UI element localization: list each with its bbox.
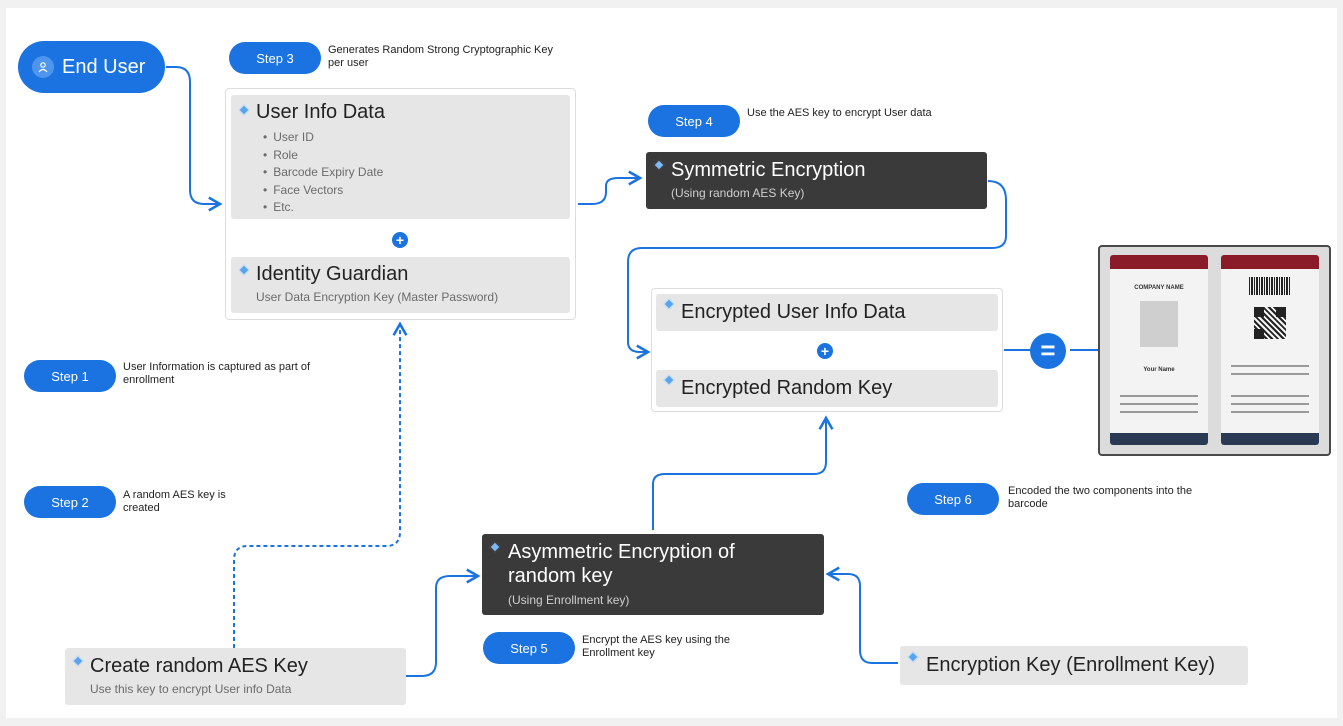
diamond-icon [238,104,250,116]
list-item: User ID [263,129,383,147]
step-2-desc: A random AES key is created [123,489,226,514]
end-user-label: End User [62,55,146,78]
plus-icon: + [392,232,408,248]
list-item: Role [263,147,383,165]
connector-symmetric-to-encrypted [627,180,1007,360]
diamond-icon [489,541,501,553]
diamond-icon [663,374,675,386]
plus-icon: + [817,343,833,359]
equals-icon: = [1030,333,1066,369]
diamond-icon [72,655,84,667]
connector-aes-to-guardian [233,321,408,648]
encrypted-group: Encrypted User Info Data + Encrypted Ran… [651,288,1003,412]
encrypted-key-card: Encrypted Random Key [656,370,998,407]
enrollment-key-card: Encryption Key (Enrollment Key) [900,646,1248,685]
identity-guardian-card: Identity Guardian User Data Encryption K… [231,257,570,313]
badge-image: COMPANY NAME Your Name [1098,245,1331,456]
diamond-icon [238,264,250,276]
asymmetric-encryption-card: Asymmetric Encryption of random key (Usi… [482,534,824,615]
list-item: Face Vectors [263,182,383,200]
id-person-name: Your Name [1143,367,1175,373]
asymmetric-title-line1: Asymmetric Encryption of [508,541,735,563]
diamond-icon [907,651,919,663]
step-1-desc: User Information is captured as part of … [123,361,311,386]
end-user-node: End User [18,41,165,93]
step-6-desc: Encoded the two components into the barc… [1008,485,1193,510]
step-5-pill: Step 5 [483,632,575,664]
user-info-list: User ID Role Barcode Expiry Date Face Ve… [263,129,383,217]
step-4-pill: Step 4 [648,105,740,137]
qr-code-icon [1254,307,1286,339]
create-aes-key-card: Create random AES Key Use this key to en… [65,648,406,705]
identity-guardian-title: Identity Guardian [256,263,409,285]
barcode-icon [1249,277,1291,295]
user-data-group: User Info Data User ID Role Barcode Expi… [225,88,576,320]
step-3-desc: Generates Random Strong Cryptographic Ke… [328,44,554,69]
id-card-back [1221,255,1319,445]
symmetric-title: Symmetric Encryption [671,159,866,181]
user-icon [32,56,54,78]
step-2-pill: Step 2 [24,486,116,518]
connector-enduser-to-userinfo [166,66,223,212]
step-5-desc: Encrypt the AES key using the Enrollment… [582,634,730,659]
encrypted-key-title: Encrypted Random Key [681,377,893,399]
symmetric-sub: (Using random AES Key) [671,186,805,200]
connector-aes-to-asymmetric [406,568,481,677]
step-4-desc: Use the AES key to encrypt User data [747,107,932,119]
connector-enrollment-to-asymmetric [825,566,898,664]
id-company-name: COMPANY NAME [1134,285,1184,291]
encrypted-data-title: Encrypted User Info Data [681,301,906,323]
id-card-front: COMPANY NAME Your Name [1110,255,1208,445]
asymmetric-sub: (Using Enrollment key) [508,593,630,607]
list-item: Etc. [263,199,383,217]
diagram-canvas: End User Step 3 Generates Random Strong … [6,8,1337,718]
step-6-pill: Step 6 [907,483,999,515]
create-aes-title: Create random AES Key [90,655,308,677]
create-aes-sub: Use this key to encrypt User info Data [90,682,292,696]
connector-userinfo-to-symmetric [578,170,643,205]
connector-asymmetric-to-encrypted [652,415,834,530]
symmetric-encryption-card: Symmetric Encryption (Using random AES K… [646,152,987,209]
step-3-pill: Step 3 [229,42,321,74]
diamond-icon [653,159,665,171]
photo-placeholder [1140,301,1178,347]
user-info-card: User Info Data User ID Role Barcode Expi… [231,95,570,219]
list-item: Barcode Expiry Date [263,164,383,182]
step-1-pill: Step 1 [24,360,116,392]
diamond-icon [663,298,675,310]
user-info-title: User Info Data [256,101,385,123]
identity-guardian-sub: User Data Encryption Key (Master Passwor… [256,290,499,304]
encrypted-data-card: Encrypted User Info Data [656,294,998,331]
enrollment-key-title: Encryption Key (Enrollment Key) [926,654,1216,676]
asymmetric-title-line2: random key [508,565,613,587]
